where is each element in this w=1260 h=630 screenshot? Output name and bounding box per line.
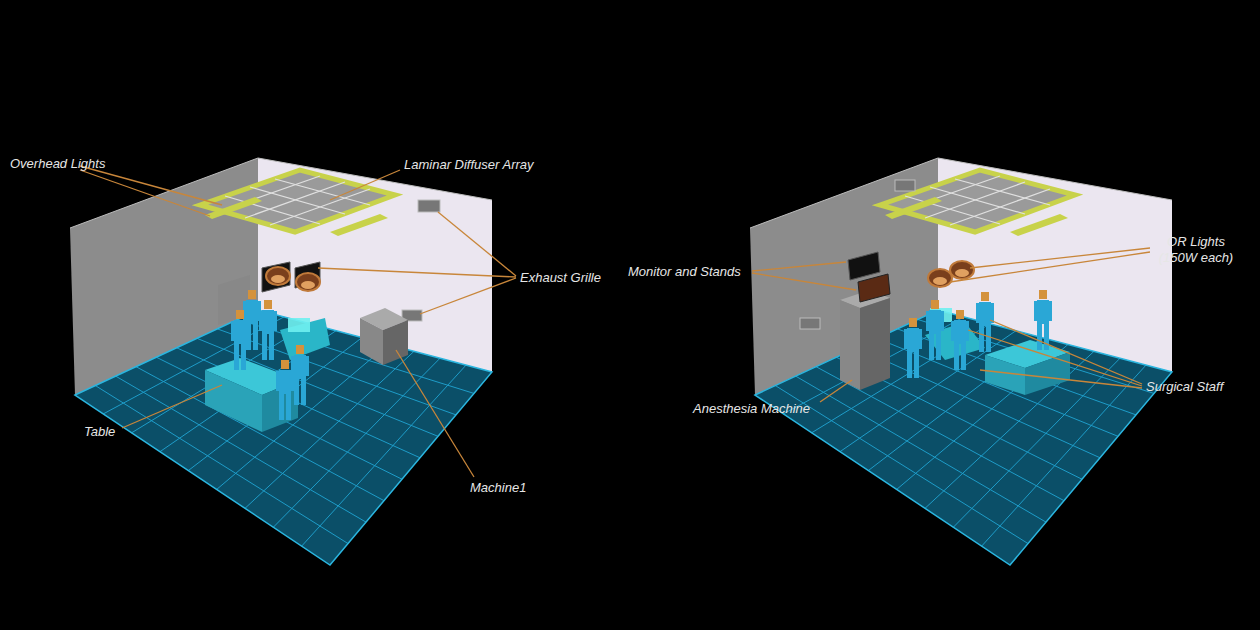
callout-label: Overhead Lights xyxy=(10,156,105,172)
callout-label: Table xyxy=(84,424,115,440)
callout-label: Machine1 xyxy=(470,480,526,496)
callout-label: Surgical Staff xyxy=(1146,379,1223,395)
callout-label: Exhaust Grille xyxy=(520,270,601,286)
callout-label: OR Lights (150W each) xyxy=(1150,234,1242,266)
callout-label: Monitor and Stands xyxy=(628,264,741,280)
callout-label: Anesthesia Machine xyxy=(693,401,810,417)
callout-label: Laminar Diffuser Array xyxy=(404,157,534,173)
